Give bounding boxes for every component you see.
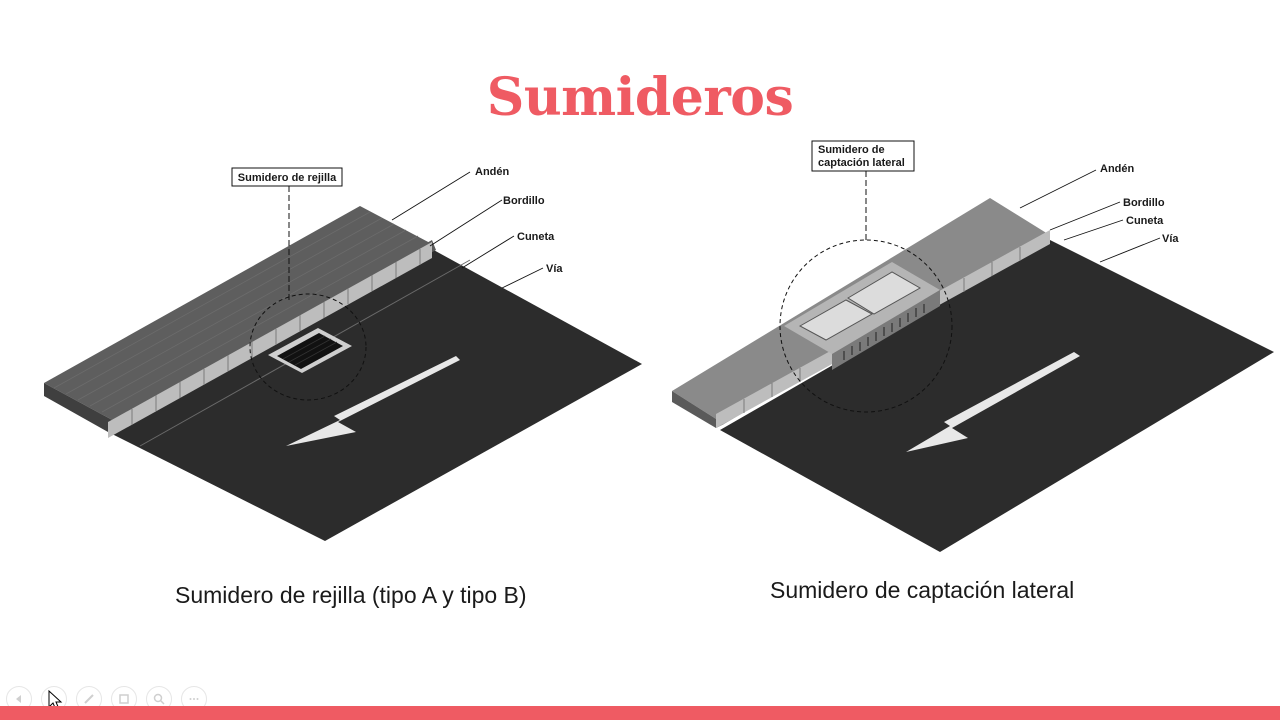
box-label-line1: Sumidero de bbox=[818, 144, 885, 156]
label-box bbox=[231, 167, 343, 187]
label-anden: Andén bbox=[475, 166, 510, 178]
box-label-line2: captación lateral bbox=[818, 157, 905, 169]
sidewalk-front bbox=[44, 383, 116, 432]
sidewalk-front bbox=[672, 391, 724, 428]
slides-icon bbox=[119, 694, 129, 704]
left-diagram-svg: Sumidero de rejilla Andén Bordillo Cunet… bbox=[44, 166, 642, 541]
label-via: Vía bbox=[1162, 233, 1179, 245]
road-surface bbox=[108, 248, 642, 541]
right-diagram-svg: Sumidero de captación lateral Andén Bord… bbox=[672, 140, 1274, 552]
bottom-accent-bar bbox=[0, 706, 1280, 720]
pen-icon bbox=[84, 694, 94, 704]
label-via: Vía bbox=[546, 263, 563, 275]
label-anden: Andén bbox=[1100, 163, 1135, 175]
left-diagram: Sumidero de rejilla Andén Bordillo Cunet… bbox=[40, 160, 650, 550]
detail-circle bbox=[249, 293, 367, 401]
label-cuneta: Cuneta bbox=[517, 231, 555, 243]
sidewalk-top bbox=[44, 206, 432, 422]
flow-arrow bbox=[906, 352, 1080, 452]
label-bordillo: Bordillo bbox=[1123, 197, 1165, 209]
flow-arrow bbox=[286, 356, 460, 446]
inlet-cover-1 bbox=[798, 299, 874, 341]
zoom-icon bbox=[153, 693, 165, 705]
inlet-slot bbox=[832, 290, 940, 370]
inlet-cover-2 bbox=[847, 271, 922, 315]
detail-circle bbox=[779, 239, 953, 413]
label-bordillo: Bordillo bbox=[503, 195, 545, 207]
right-diagram: Sumidero de captación lateral Andén Bord… bbox=[668, 138, 1280, 558]
slide-title: Sumideros bbox=[486, 67, 794, 128]
more-icon bbox=[189, 698, 199, 700]
left-caption: Sumidero de rejilla (tipo A y tipo B) bbox=[175, 582, 527, 608]
previous-icon bbox=[16, 695, 21, 703]
grate bbox=[277, 333, 343, 369]
label-box bbox=[811, 140, 915, 172]
box-label: Sumidero de rejilla bbox=[238, 172, 337, 184]
label-cuneta: Cuneta bbox=[1126, 215, 1164, 227]
right-caption: Sumidero de captación lateral bbox=[770, 577, 1075, 603]
curb-face bbox=[108, 242, 432, 438]
